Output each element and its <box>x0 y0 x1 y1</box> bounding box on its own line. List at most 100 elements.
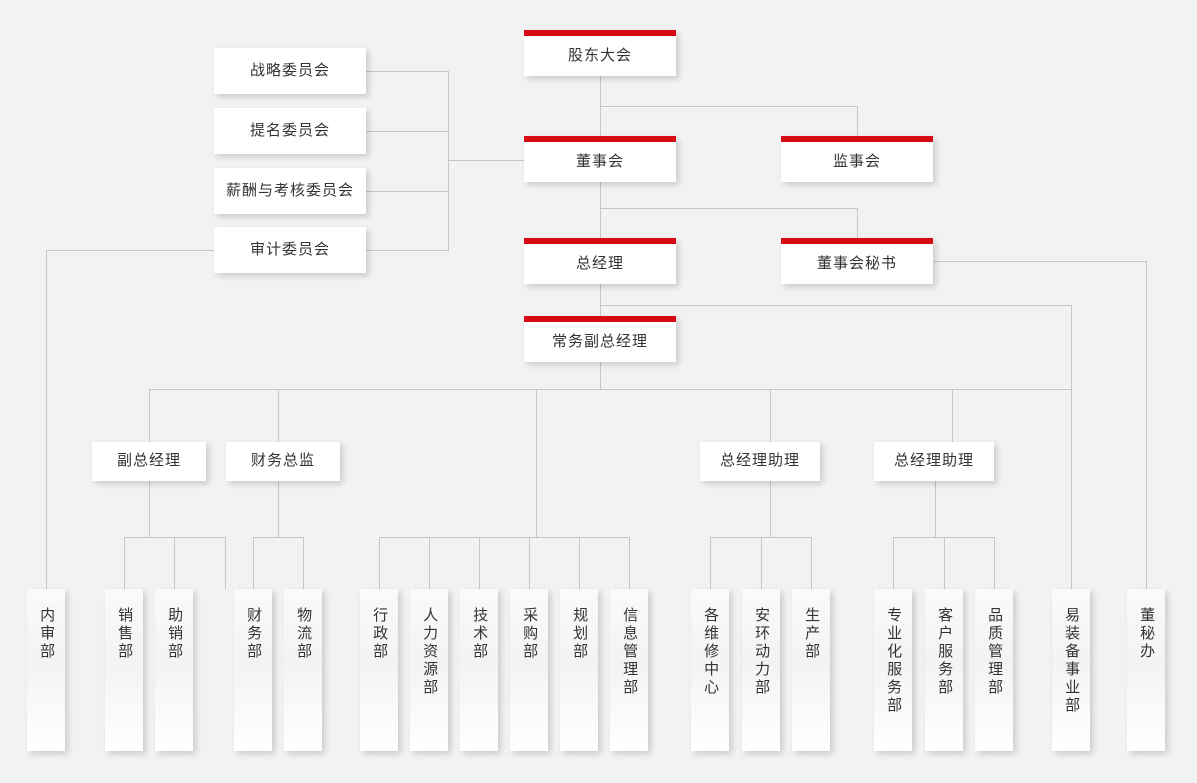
node-label: 董事会秘书 <box>816 254 897 272</box>
connector <box>379 537 629 538</box>
dept-label: 助销部 <box>166 607 184 661</box>
dept-customer-service[interactable]: 客户服务部 <box>925 589 963 751</box>
dept-label: 销售部 <box>116 607 134 661</box>
dept-safety-environment-power[interactable]: 安环动力部 <box>742 589 780 751</box>
node-label: 战略委员会 <box>249 61 330 79</box>
node-label: 财务总监 <box>250 452 315 470</box>
dept-label: 行政部 <box>371 607 389 661</box>
node-cfo[interactable]: 财务总监 <box>226 442 340 481</box>
dept-label: 客户服务部 <box>936 607 954 697</box>
connector <box>149 389 150 442</box>
dept-technology[interactable]: 技术部 <box>460 589 498 751</box>
node-gm-assistant-2[interactable]: 总经理助理 <box>874 442 994 481</box>
dept-label: 技术部 <box>471 607 489 661</box>
connector <box>379 537 380 589</box>
dept-administration[interactable]: 行政部 <box>360 589 398 751</box>
connector <box>448 71 449 251</box>
connector <box>366 250 449 251</box>
connector <box>366 71 449 72</box>
dept-internal-audit[interactable]: 内审部 <box>27 589 65 751</box>
connector <box>770 389 771 442</box>
node-supervisors[interactable]: 监事会 <box>781 136 933 182</box>
dept-label: 信息管理部 <box>621 607 639 697</box>
node-audit-committee[interactable]: 审计委员会 <box>214 227 366 273</box>
connector <box>278 389 279 442</box>
connector <box>994 537 995 589</box>
node-vice-general-manager[interactable]: 副总经理 <box>92 442 206 481</box>
dept-label: 安环动力部 <box>753 607 771 697</box>
dept-sales-support[interactable]: 助销部 <box>155 589 193 751</box>
node-board-secretary[interactable]: 董事会秘书 <box>781 238 933 284</box>
connector <box>857 208 858 238</box>
dept-finance[interactable]: 财务部 <box>234 589 272 751</box>
node-strategy-committee[interactable]: 战略委员会 <box>214 48 366 94</box>
node-label: 总经理 <box>575 254 624 272</box>
dept-procurement[interactable]: 采购部 <box>510 589 548 751</box>
node-board[interactable]: 董事会 <box>524 136 676 182</box>
connector <box>479 537 480 589</box>
node-gm-assistant-1[interactable]: 总经理助理 <box>700 442 820 481</box>
connector <box>893 537 894 589</box>
node-shareholders[interactable]: 股东大会 <box>524 30 676 76</box>
dept-professional-service[interactable]: 专业化服务部 <box>874 589 912 751</box>
dept-logistics[interactable]: 物流部 <box>284 589 322 751</box>
dept-label: 各维修中心 <box>702 607 720 697</box>
dept-board-secretary-office[interactable]: 董秘办 <box>1127 589 1165 751</box>
dept-maintenance-centers[interactable]: 各维修中心 <box>691 589 729 751</box>
dept-easy-equipment-division[interactable]: 易装备事业部 <box>1052 589 1090 751</box>
connector <box>935 481 936 537</box>
dept-label: 财务部 <box>245 607 263 661</box>
connector <box>857 106 858 136</box>
node-label: 审计委员会 <box>249 240 330 258</box>
connector <box>303 537 304 589</box>
node-executive-vice-gm[interactable]: 常务副总经理 <box>524 316 676 362</box>
connector <box>1146 261 1147 589</box>
dept-production[interactable]: 生产部 <box>792 589 830 751</box>
connector <box>253 537 254 589</box>
dept-label: 专业化服务部 <box>885 607 903 715</box>
connector <box>600 208 858 209</box>
dept-label: 人力资源部 <box>421 607 439 697</box>
connector <box>579 537 580 589</box>
dept-label: 易装备事业部 <box>1063 607 1081 715</box>
connector <box>761 537 762 589</box>
node-label: 薪酬与考核委员会 <box>225 181 354 199</box>
connector <box>429 537 430 589</box>
connector <box>46 250 216 251</box>
connector <box>770 481 771 537</box>
dept-label: 董秘办 <box>1138 607 1156 661</box>
connector <box>366 191 449 192</box>
node-label: 总经理助理 <box>893 452 974 470</box>
dept-sales[interactable]: 销售部 <box>105 589 143 751</box>
node-label: 监事会 <box>832 152 881 170</box>
node-general-manager[interactable]: 总经理 <box>524 238 676 284</box>
node-compensation-committee[interactable]: 薪酬与考核委员会 <box>214 168 366 214</box>
connector <box>366 131 449 132</box>
dept-label: 生产部 <box>803 607 821 661</box>
dept-information-management[interactable]: 信息管理部 <box>610 589 648 751</box>
connector <box>811 537 812 589</box>
dept-label: 内审部 <box>38 607 56 661</box>
connector <box>149 389 1072 390</box>
dept-human-resources[interactable]: 人力资源部 <box>410 589 448 751</box>
node-label: 董事会 <box>575 152 624 170</box>
connector <box>124 537 125 589</box>
connector <box>149 481 150 537</box>
connector <box>1071 389 1072 589</box>
connector <box>529 537 530 589</box>
connector <box>600 362 601 389</box>
connector <box>278 481 279 537</box>
connector <box>225 537 226 589</box>
node-label: 副总经理 <box>116 452 181 470</box>
dept-label: 物流部 <box>295 607 313 661</box>
connector <box>600 284 601 316</box>
dept-planning[interactable]: 规划部 <box>560 589 598 751</box>
connector <box>600 182 601 238</box>
connector <box>600 106 858 107</box>
dept-quality-management[interactable]: 品质管理部 <box>975 589 1013 751</box>
node-label: 提名委员会 <box>249 121 330 139</box>
node-nomination-committee[interactable]: 提名委员会 <box>214 108 366 154</box>
connector <box>174 537 175 589</box>
dept-label: 品质管理部 <box>986 607 1004 697</box>
